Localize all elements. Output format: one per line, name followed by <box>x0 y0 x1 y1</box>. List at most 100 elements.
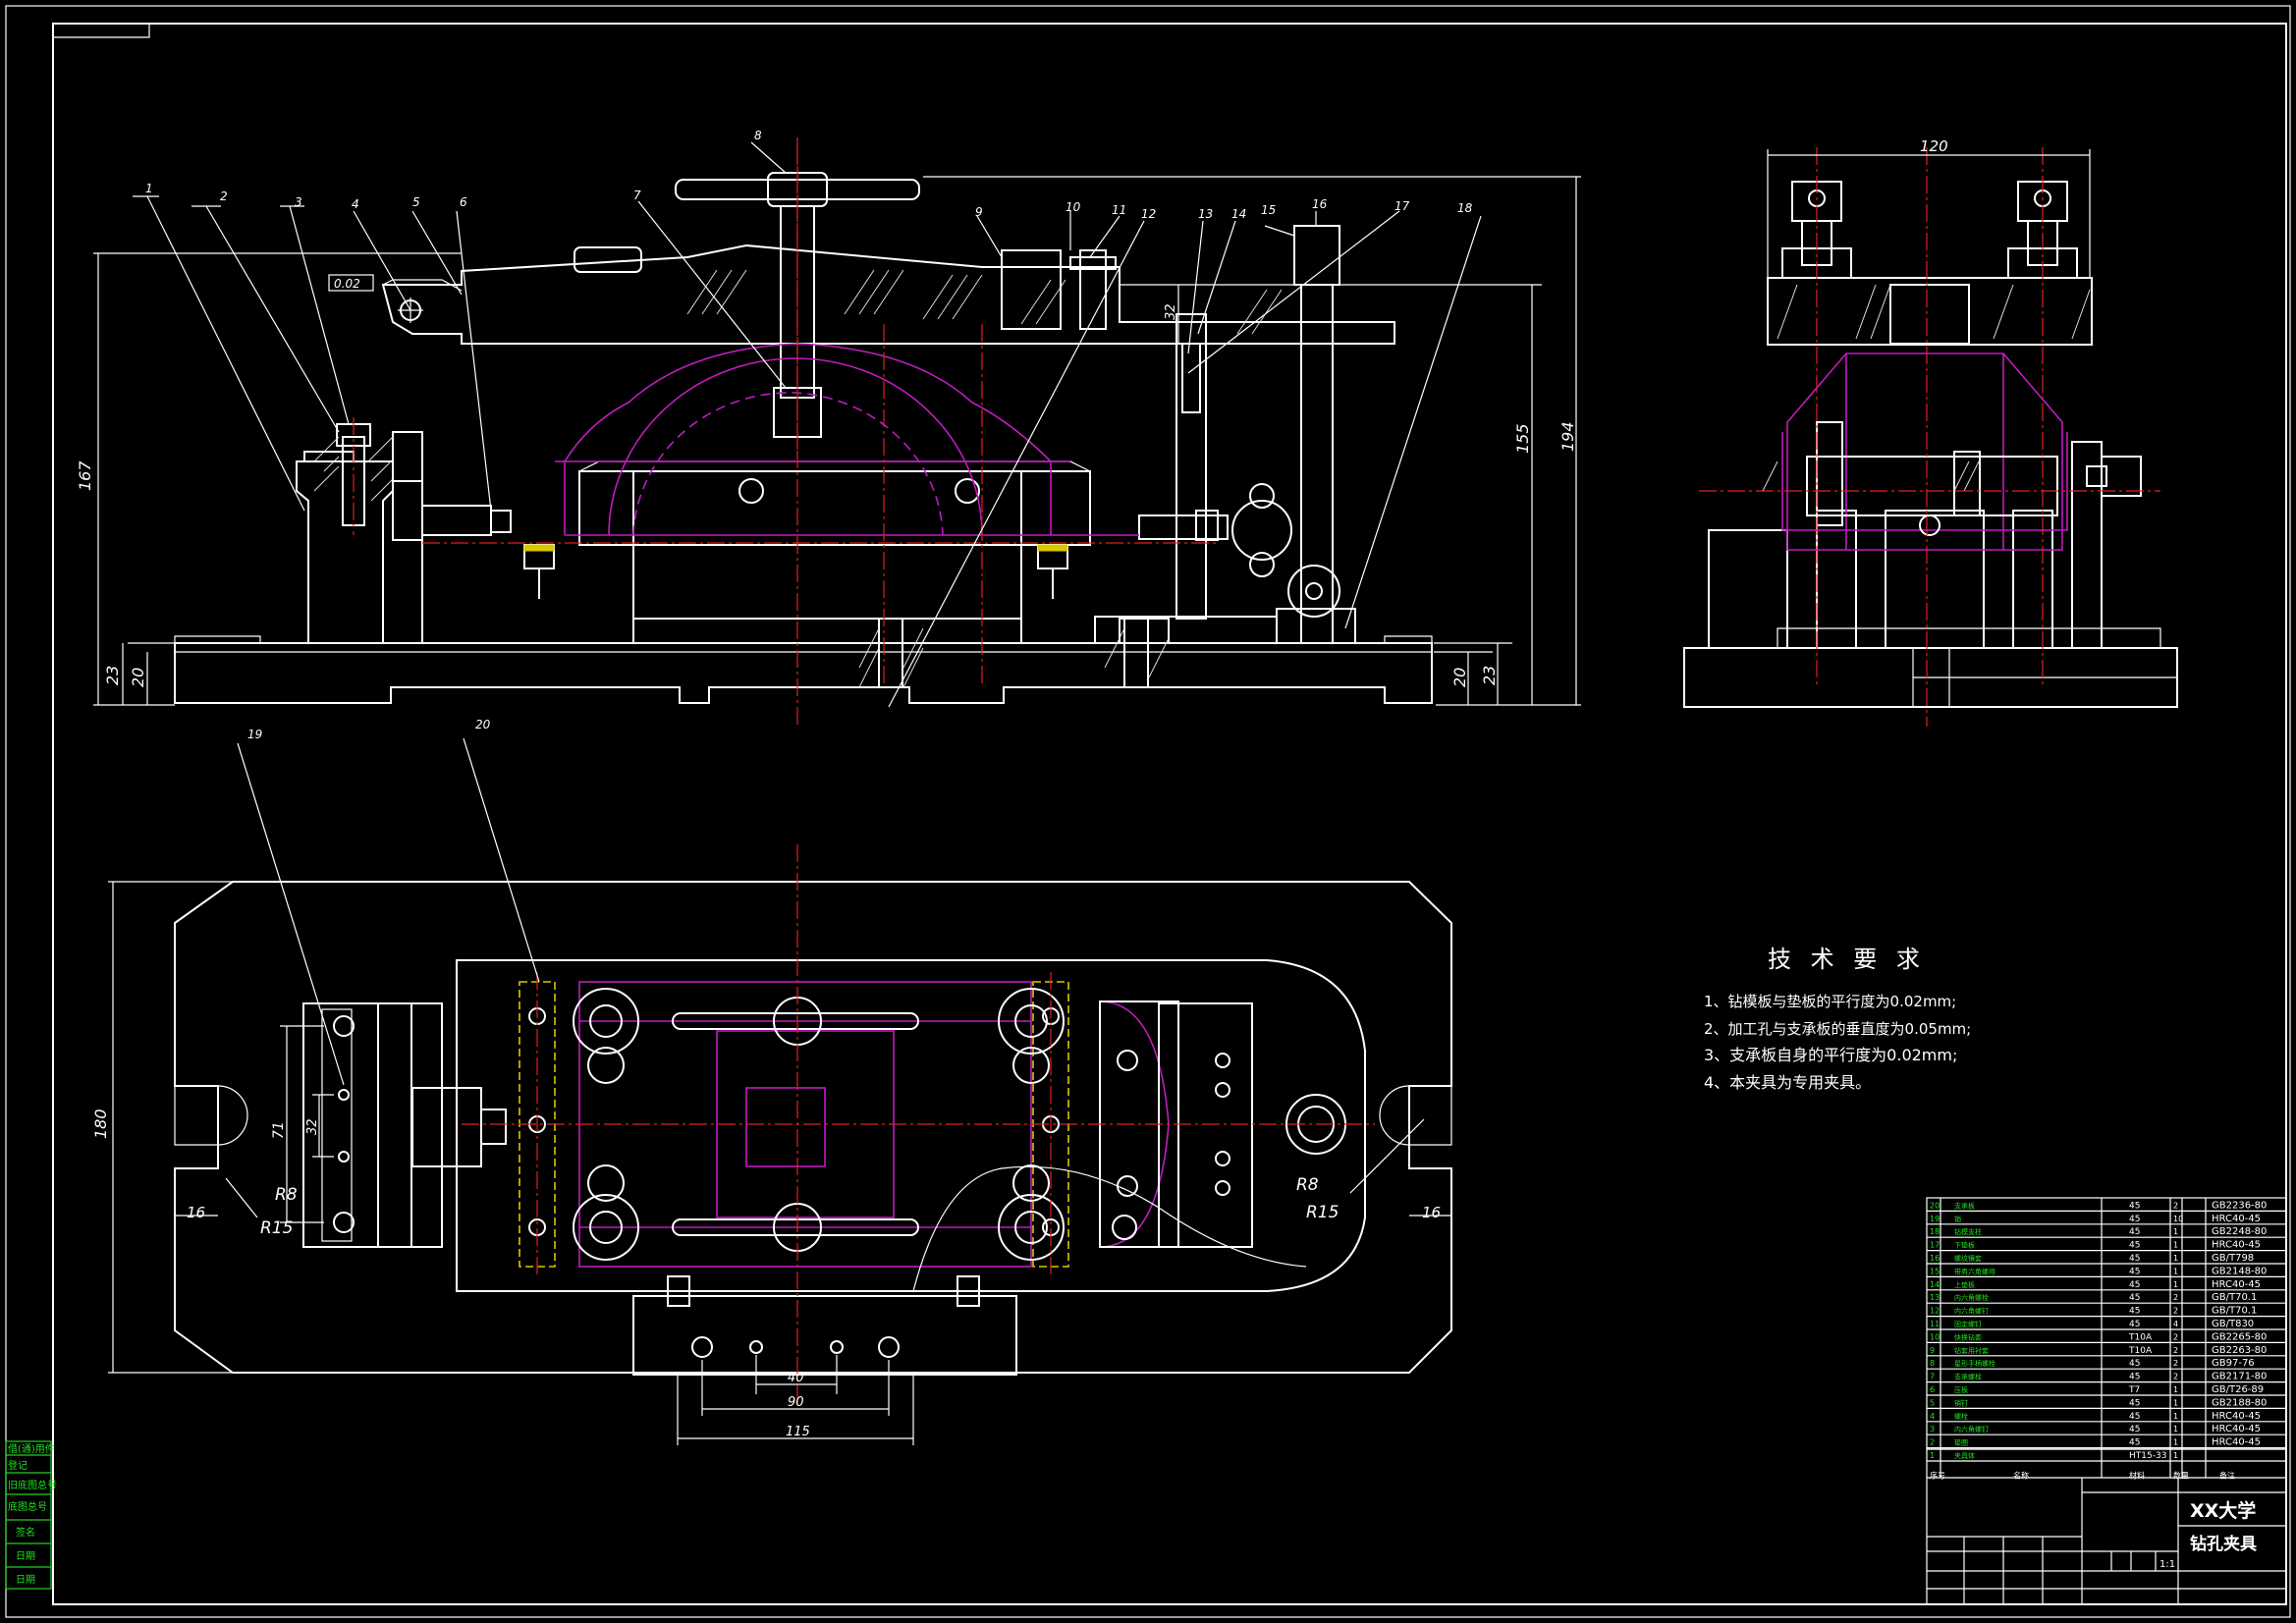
radius-r15-right: R15 <box>1306 1203 1339 1222</box>
strip-label-1: 借(通)用件 <box>8 1443 55 1455</box>
dim-115: 115 <box>786 1425 810 1439</box>
bom-cell-no: 15 <box>1930 1267 1940 1275</box>
bom-cell-no: 2 <box>1930 1438 1935 1447</box>
bom-cell-no: 9 <box>1930 1346 1935 1355</box>
tech-req-item-2: 2、加工孔与支承板的垂直度为0.05mm; <box>1704 1020 1971 1038</box>
bom-cell-no: 20 <box>1930 1201 1940 1210</box>
bom-header-qty: 数量 <box>2173 1470 2189 1480</box>
dim-194: 194 <box>1558 421 1577 452</box>
bom-cell-mat: 45 <box>2129 1241 2140 1251</box>
bom-cell-mat: 45 <box>2129 1412 2140 1422</box>
bom-cell-mat: 45 <box>2129 1425 2140 1434</box>
bom-cell-std: GB2263-80 <box>2212 1345 2267 1356</box>
bom-cell-mat: 45 <box>2129 1267 2140 1276</box>
dim-167: 167 <box>76 460 94 491</box>
bom-cell-name: 快换钻套 <box>1954 1332 1982 1341</box>
strip-label-5: 签名 <box>16 1526 35 1539</box>
bom-cell-std: GB2148-80 <box>2212 1266 2267 1276</box>
bom-cell-qty: 1 <box>2173 1412 2178 1421</box>
bom-cell-qty: 1 <box>2173 1267 2178 1275</box>
bom-cell-qty: 1 <box>2173 1451 2178 1460</box>
part-no-2: 2 <box>220 189 228 203</box>
left-stamp-strip: 借(通)用件 登记 旧底图总号 底图总号 签名 日期 日期 <box>5 1440 57 1590</box>
bom-header-name: 名称 <box>2013 1470 2029 1480</box>
dim-20-right: 20 <box>1450 668 1469 687</box>
bom-cell-mat: 45 <box>2129 1293 2140 1303</box>
bom-cell-std: GB2265-80 <box>2212 1331 2267 1342</box>
bom-cell-qty: 1 <box>2173 1398 2178 1407</box>
bom-cell-mat: 45 <box>2129 1280 2140 1290</box>
bom-header-std: 备注 <box>2219 1470 2235 1480</box>
bom-cell-std: GB/T26-89 <box>2212 1384 2264 1395</box>
bom-cell-mat: T7 <box>2128 1385 2140 1395</box>
bom-cell-std: GB97-76 <box>2212 1358 2255 1369</box>
bom-cell-std: HRC40-45 <box>2212 1240 2261 1251</box>
bom-cell-qty: 2 <box>2173 1293 2178 1302</box>
radius-r8-right: R8 <box>1296 1175 1319 1195</box>
bom-cell-qty: 1 <box>2173 1438 2178 1447</box>
bom-cell-qty: 1 <box>2173 1241 2178 1250</box>
bom-cell-qty: 1 <box>2173 1385 2178 1394</box>
plan-view: 180 71 32 16 16 R8 R15 R8 R15 40 90 115 <box>91 737 1452 1445</box>
bom-cell-name: 星形手柄螺栓 <box>1954 1359 1995 1368</box>
bom-cell-mat: 45 <box>2129 1254 2140 1264</box>
bom-cell-name: 下垫板 <box>1954 1241 1975 1250</box>
bom-cell-std: GB2188-80 <box>2212 1397 2267 1408</box>
dim-32-front: 32 <box>1164 303 1178 320</box>
bom-cell-qty: 2 <box>2173 1307 2178 1316</box>
radius-r8-left: R8 <box>275 1185 298 1205</box>
bom-cell-qty: 10 <box>2173 1215 2183 1223</box>
bom-cell-std: GB2248-80 <box>2212 1226 2267 1237</box>
bom-cell-no: 5 <box>1930 1398 1935 1407</box>
strip-label-2: 登记 <box>8 1459 27 1472</box>
bom-cell-name: 螺栓 <box>1954 1412 1968 1421</box>
dim-16-right: 16 <box>1422 1204 1441 1221</box>
part-no-18: 18 <box>1457 201 1473 215</box>
strip-label-4: 底图总号 <box>8 1500 47 1513</box>
bom-cell-name: 销 <box>1954 1215 1961 1223</box>
bom-cell-mat: 45 <box>2129 1227 2140 1237</box>
bom-cell-no: 7 <box>1930 1373 1935 1381</box>
bom-cell-qty: 2 <box>2173 1359 2178 1368</box>
bom-cell-mat: 45 <box>2129 1359 2140 1369</box>
bom-cell-name: 支承螺栓 <box>1954 1373 1982 1381</box>
dim-20-left: 20 <box>129 668 147 687</box>
dim-23-right: 23 <box>1480 666 1499 685</box>
bom-cell-std: HRC40-45 <box>2212 1411 2261 1422</box>
bom-cell-std: GB/T70.1 <box>2212 1292 2257 1303</box>
tech-req-item-3: 3、支承板自身的平行度为0.02mm; <box>1704 1046 1957 1064</box>
bom-cell-name: 夹具体 <box>1954 1451 1975 1460</box>
bom-cell-std: GB/T798 <box>2212 1253 2254 1264</box>
part-no-17: 17 <box>1394 199 1410 213</box>
part-no-5: 5 <box>412 195 420 209</box>
bom-cell-mat: 45 <box>2129 1307 2140 1317</box>
dim-180: 180 <box>91 1109 110 1139</box>
dim-90: 90 <box>788 1395 804 1410</box>
part-no-10: 10 <box>1066 200 1081 214</box>
flatness-tolerance: 0.02 <box>334 277 360 291</box>
bom-cell-no: 6 <box>1930 1385 1935 1394</box>
part-no-11: 11 <box>1112 203 1126 217</box>
bom-cell-mat: HT15-33 <box>2129 1451 2166 1461</box>
bom-cell-mat: 45 <box>2129 1438 2140 1448</box>
bom-cell-no: 17 <box>1930 1241 1940 1250</box>
bom-cell-std: HRC40-45 <box>2212 1437 2261 1448</box>
bom-cell-name: 内六角螺钉 <box>1954 1307 1989 1316</box>
bom-cell-qty: 1 <box>2173 1280 2178 1289</box>
dim-40: 40 <box>788 1371 804 1385</box>
bom-cell-qty: 1 <box>2173 1227 2178 1236</box>
part-no-7: 7 <box>633 189 641 202</box>
drawing-name: 钻孔夹具 <box>2190 1534 2257 1554</box>
bom-header-no: 序号 <box>1930 1470 1945 1480</box>
bom-cell-no: 11 <box>1930 1320 1940 1328</box>
bom-cell-no: 4 <box>1930 1412 1935 1421</box>
technical-requirements: 技 术 要 求 1、钻模板与垫板的平行度为0.02mm; 2、加工孔与支承板的垂… <box>1704 946 1971 1092</box>
bom-cell-mat: T10A <box>2128 1332 2153 1342</box>
dim-155: 155 <box>1513 423 1532 454</box>
bom-cell-std: GB2171-80 <box>2212 1372 2267 1382</box>
strip-label-6: 日期 <box>16 1550 35 1562</box>
bom-cell-qty: 2 <box>2173 1373 2178 1381</box>
bom-cell-qty: 2 <box>2173 1332 2178 1341</box>
bom-cell-qty: 2 <box>2173 1346 2178 1355</box>
